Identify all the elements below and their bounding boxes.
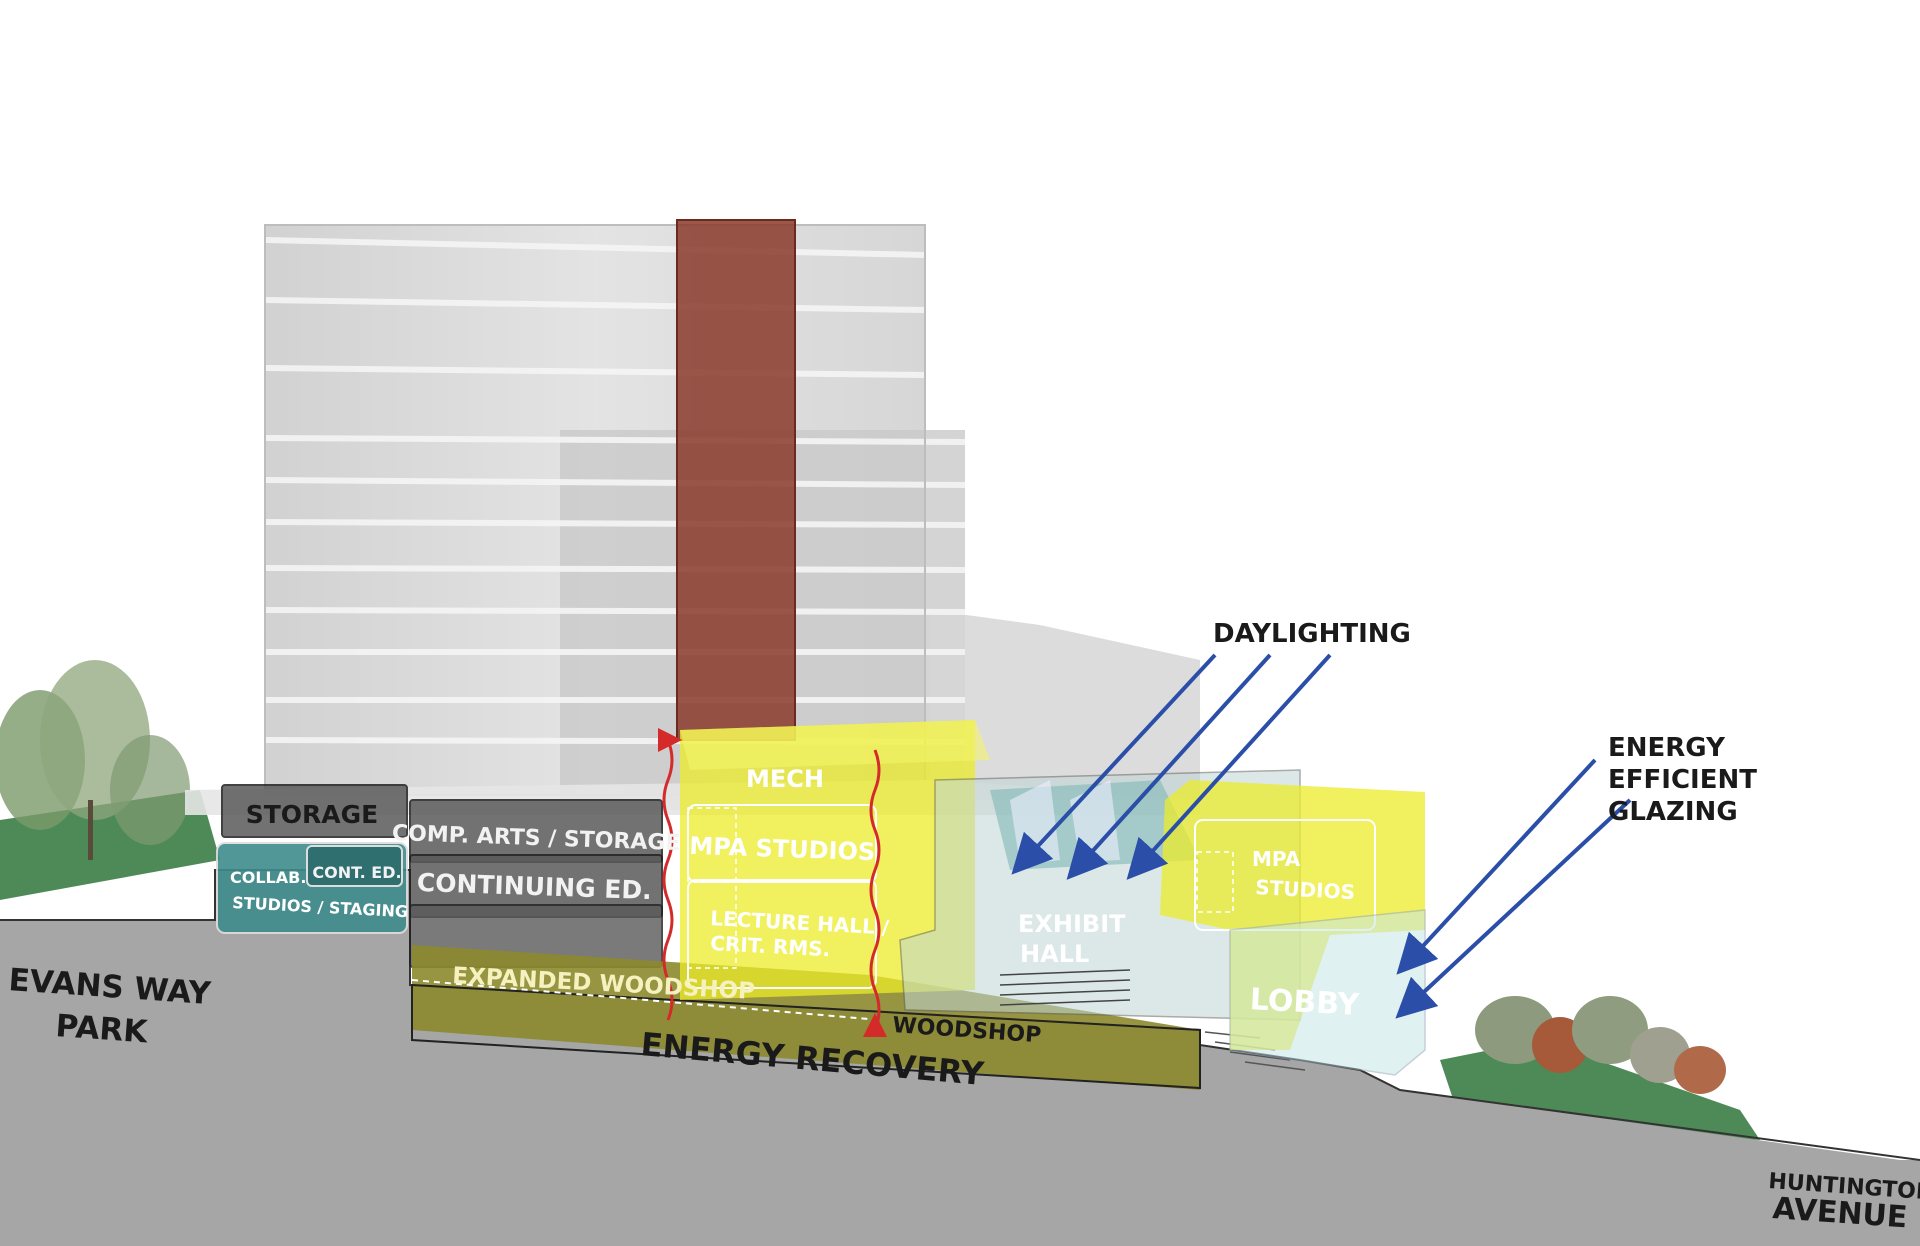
label-glazing-line3: GLAZING xyxy=(1608,797,1738,827)
label-mpa-line1: MPA xyxy=(1252,847,1301,871)
label-exhibit-line1: EXHIBIT xyxy=(1018,910,1126,938)
label-cont-ed-small: CONT. ED. xyxy=(312,863,401,882)
label-glazing-line2: EFFICIENT xyxy=(1608,765,1757,795)
label-lobby: LOBBY xyxy=(1249,982,1361,1023)
evans-way-park-greenery xyxy=(0,660,220,900)
label-storage: STORAGE xyxy=(246,800,379,829)
label-daylighting: DAYLIGHTING xyxy=(1213,619,1411,649)
glazing-arrows xyxy=(1410,760,1630,1005)
label-exhibit-line2: HALL xyxy=(1020,940,1089,968)
energy-shaft xyxy=(677,220,795,740)
label-glazing-line1: ENERGY xyxy=(1608,733,1726,763)
label-mech: MECH xyxy=(746,765,824,793)
label-collab-line1: COLLAB. xyxy=(230,868,306,887)
label-park: PARK xyxy=(54,1008,149,1050)
